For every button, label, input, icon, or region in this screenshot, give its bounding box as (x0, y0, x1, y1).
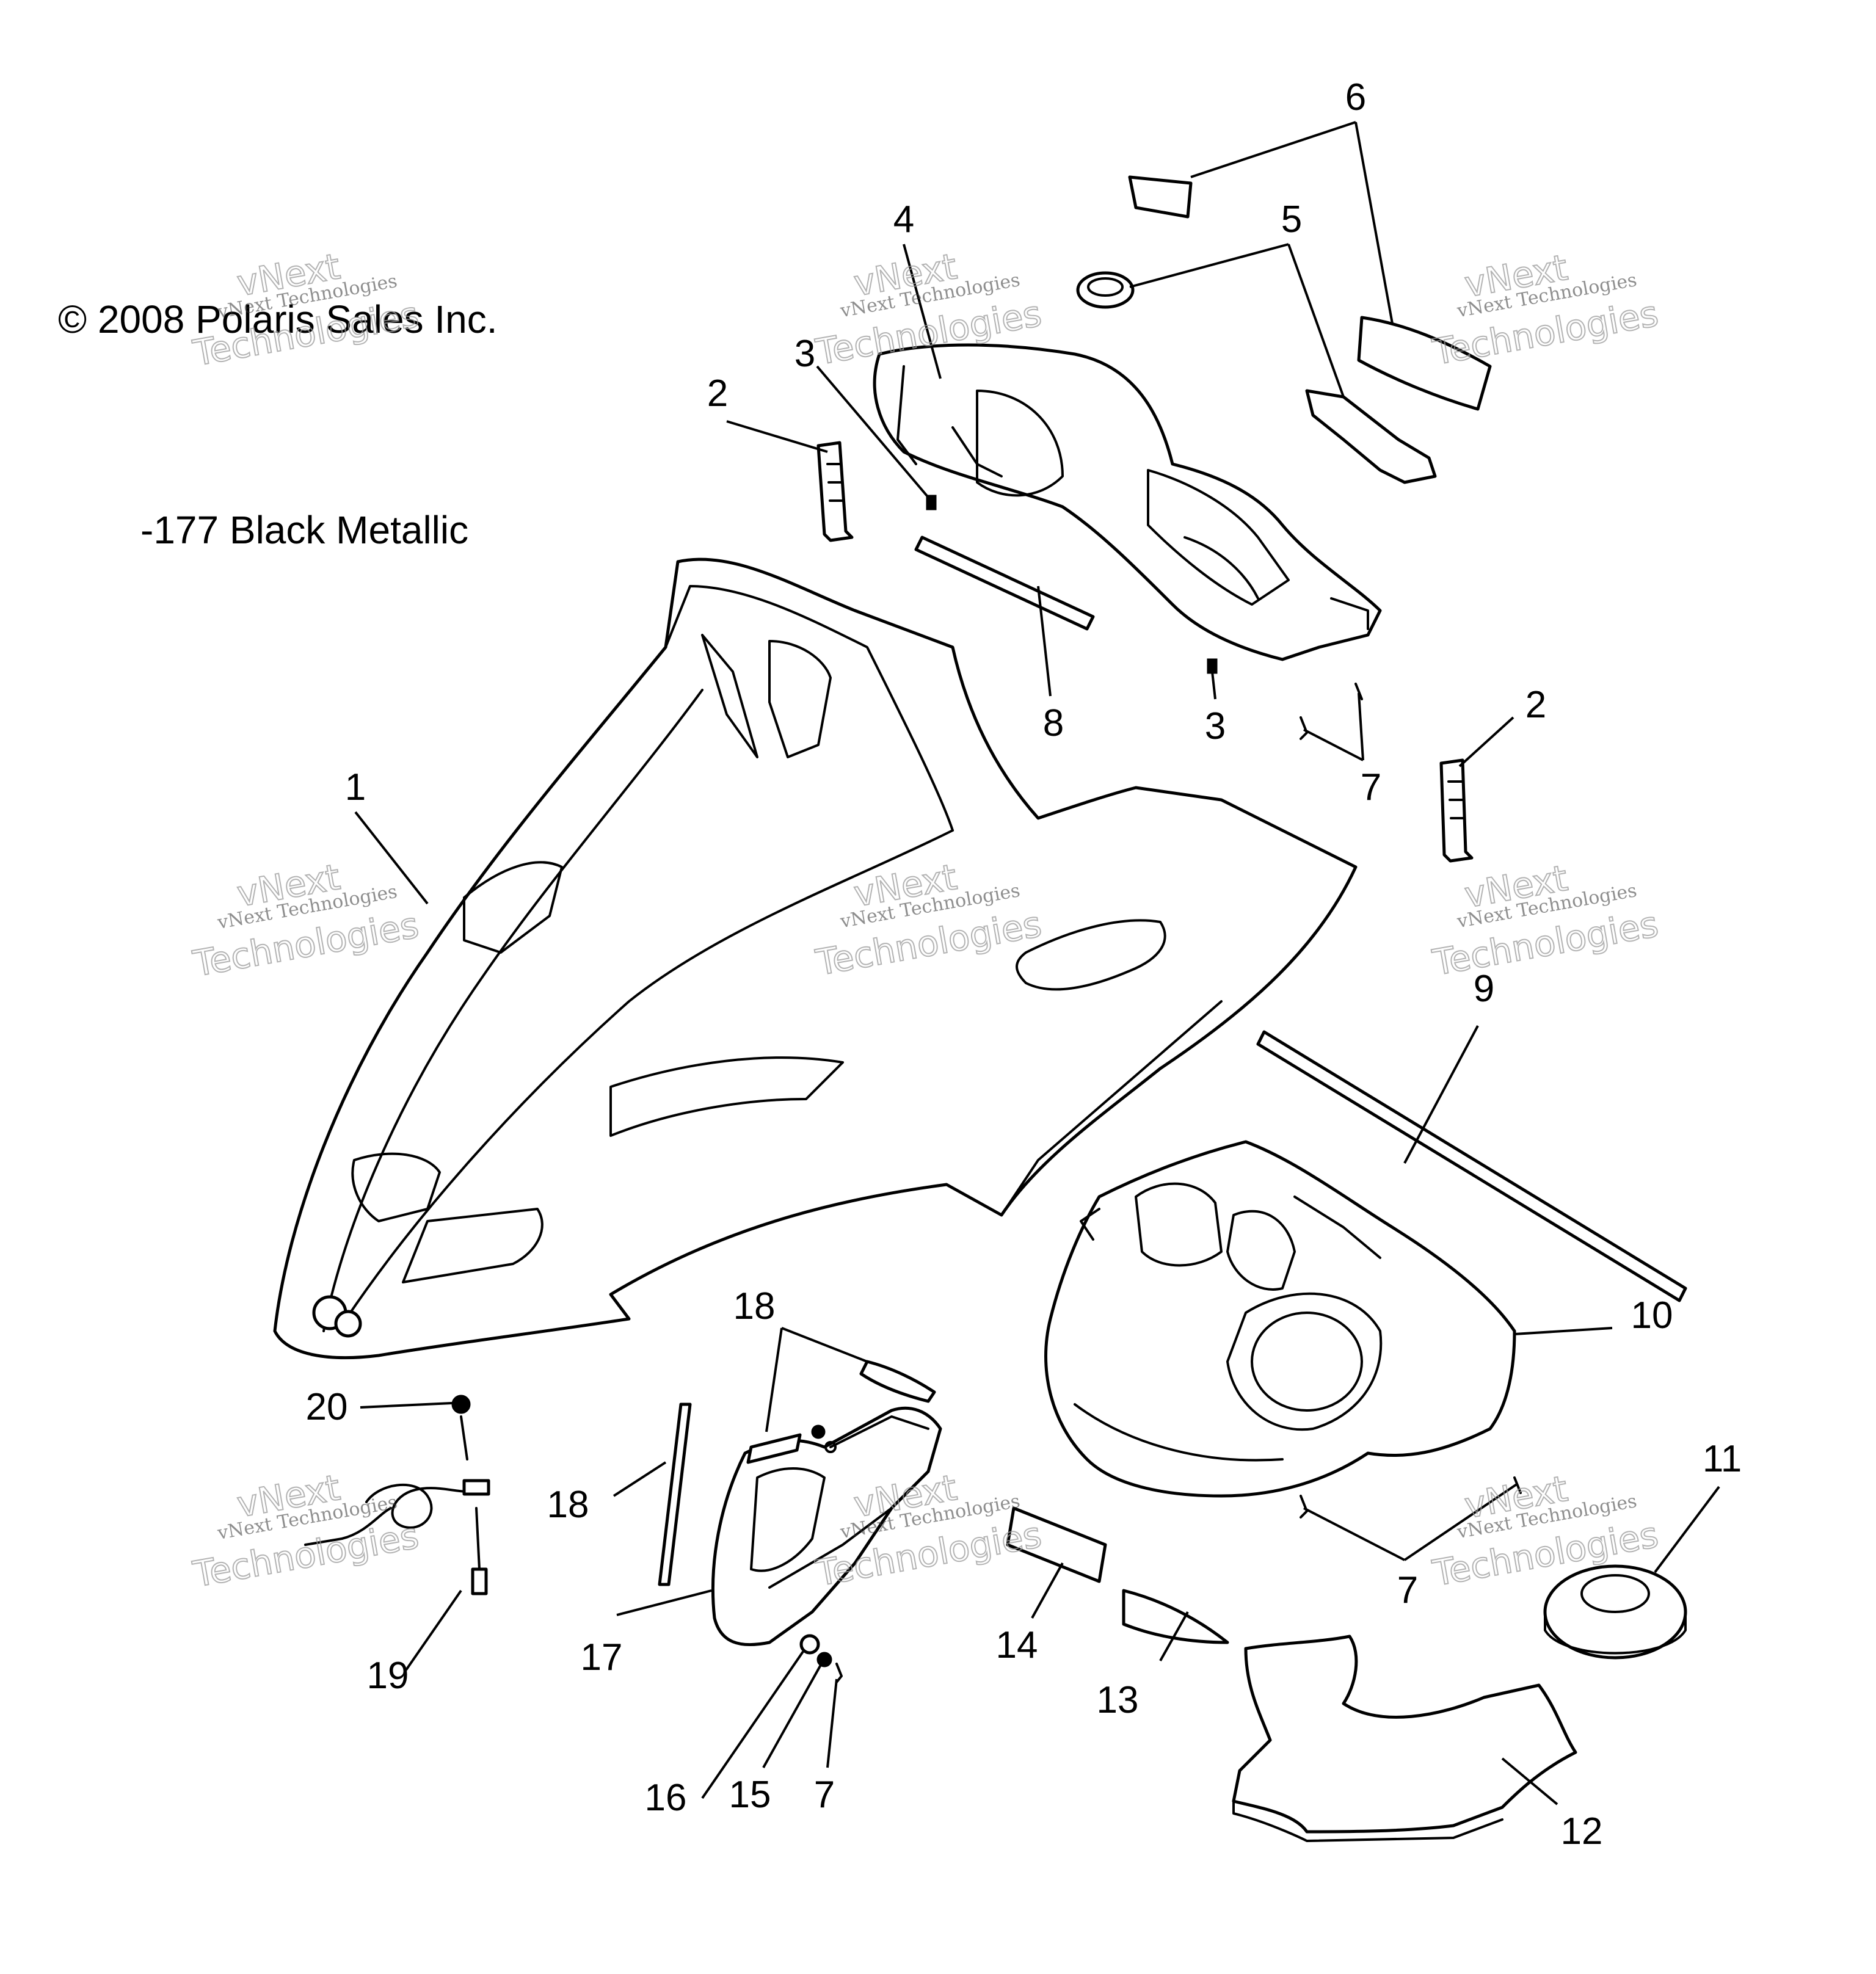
color-note-text: -177 Black Metallic (140, 508, 468, 552)
callout-1: 1 (345, 766, 366, 808)
console-part (873, 343, 1382, 661)
callout-16: 16 (645, 1777, 687, 1819)
callout-7-console: 7 (1361, 766, 1381, 808)
seal-ring-part (1543, 1564, 1687, 1660)
watermark-bottom-left: vNext vNext Technologies Technologies (189, 1466, 423, 1596)
callout-8: 8 (1043, 702, 1064, 744)
decal-13 (1122, 1589, 1229, 1644)
decal-6-long (1357, 316, 1492, 411)
watermark-top-right: vNext vNext Technologies Technologies (1429, 246, 1662, 374)
callout-15: 15 (729, 1774, 771, 1816)
callout-3-top: 3 (794, 333, 815, 375)
decal-18c (658, 1402, 692, 1586)
screw-7a (1300, 716, 1308, 740)
callout-19: 19 (367, 1655, 409, 1697)
callout-18-top: 18 (733, 1285, 776, 1327)
callout-7-housing: 7 (1397, 1569, 1418, 1611)
clip-left-part (816, 441, 854, 542)
callout-11: 11 (1703, 1438, 1742, 1480)
leader-lines (354, 121, 1720, 1805)
watermark-mid-left: vNext vNext Technologies Technologies (189, 855, 423, 985)
screw-7b (1354, 683, 1363, 700)
strip-9 (1256, 1030, 1687, 1302)
callout-17: 17 (581, 1636, 623, 1678)
watermark-mid-center: vNext vNext Technologies Technologies (812, 855, 1045, 984)
fastener-3b (1207, 658, 1218, 674)
harness-part (304, 1395, 490, 1595)
callouts: 1 2 2 3 3 4 5 6 7 7 7 8 9 10 11 12 13 14… (306, 76, 1742, 1852)
callout-2-right: 2 (1525, 684, 1546, 726)
callout-6: 6 (1345, 76, 1366, 118)
callout-18-left: 18 (547, 1484, 589, 1526)
callout-5: 5 (1281, 198, 1302, 241)
decal-18b (859, 1360, 936, 1403)
screw-7d (1513, 1476, 1522, 1494)
decal-14 (1006, 1506, 1107, 1583)
callout-9: 9 (1474, 968, 1494, 1010)
strip-8 (914, 535, 1095, 631)
nut-15 (816, 1652, 832, 1667)
bracket-part (1305, 389, 1437, 484)
nut-18 (811, 1424, 837, 1453)
copyright-text: © 2008 Polaris Sales Inc. (58, 297, 498, 341)
grommet-part (1076, 271, 1135, 309)
callout-12: 12 (1561, 1810, 1603, 1852)
clip-right-part (1439, 758, 1474, 863)
housing-part (1044, 1140, 1516, 1498)
decal-6-small (1128, 175, 1193, 219)
storage-bin-part (711, 1406, 942, 1647)
decal-18a (746, 1433, 802, 1464)
callout-14: 14 (996, 1624, 1038, 1666)
insulation-pad-part (1232, 1635, 1577, 1842)
hood-part (273, 557, 1358, 1360)
callout-20: 20 (306, 1386, 348, 1428)
callout-4: 4 (893, 198, 914, 241)
watermark-mid-right: vNext vNext Technologies Technologies (1429, 857, 1662, 984)
washer-16 (799, 1634, 820, 1655)
callout-3-bottom: 3 (1205, 705, 1226, 747)
screw-7c (1300, 1495, 1308, 1519)
callout-7-bin: 7 (814, 1774, 835, 1816)
callout-10: 10 (1631, 1294, 1673, 1337)
screw-7e (835, 1663, 843, 1683)
callout-2-left: 2 (707, 372, 728, 415)
callout-13: 13 (1097, 1679, 1139, 1721)
